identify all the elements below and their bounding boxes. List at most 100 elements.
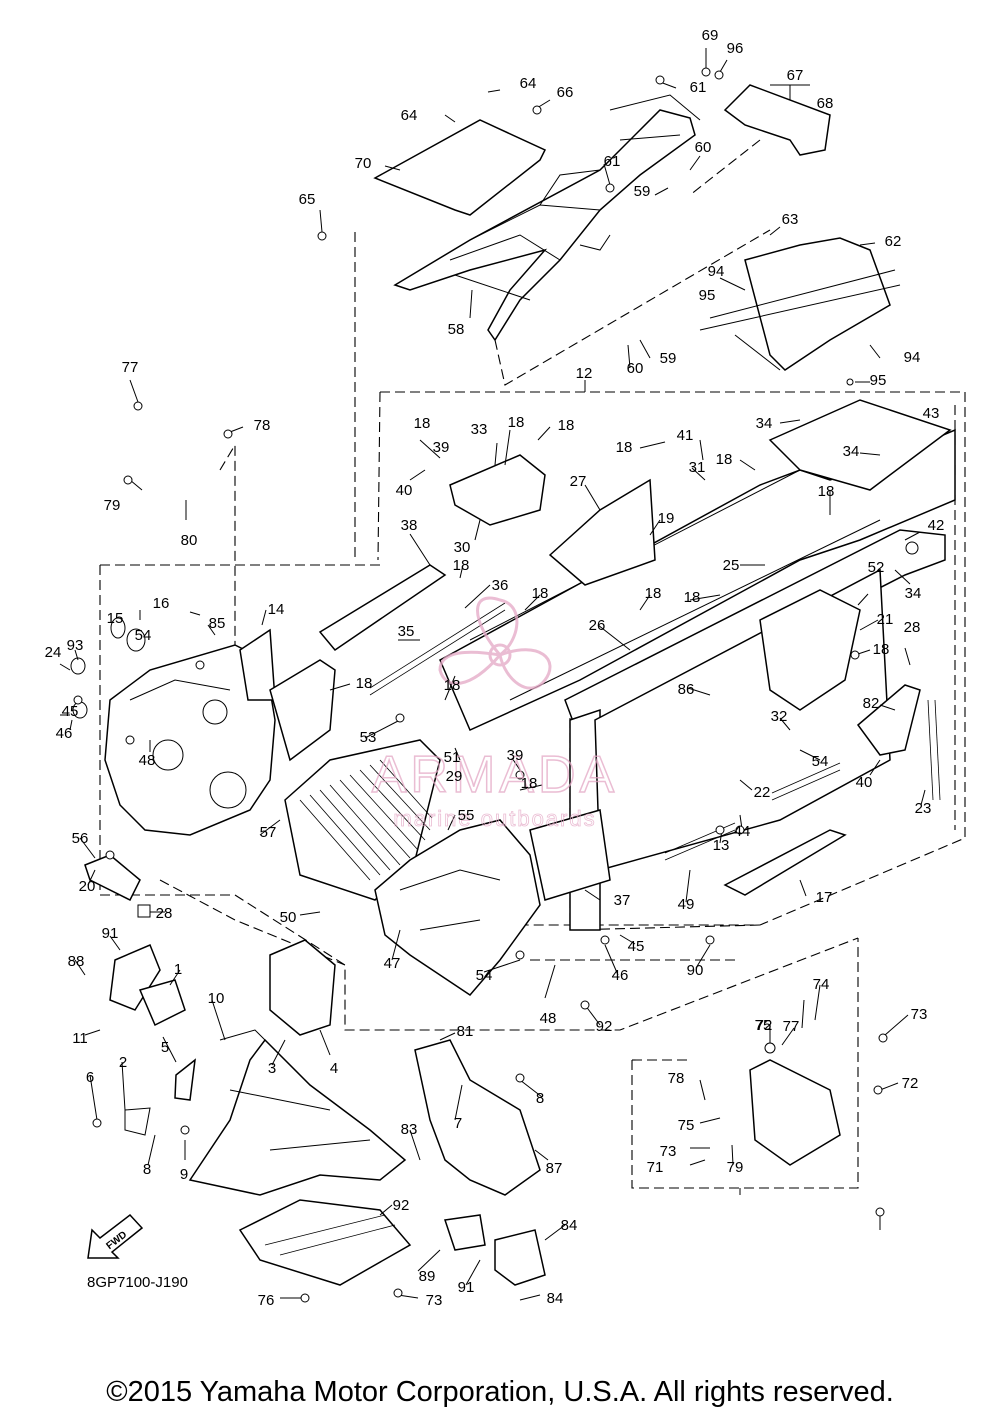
callout-46: 46 [612, 967, 629, 984]
callout-46: 46 [56, 725, 73, 742]
callout-2: 2 [119, 1054, 127, 1071]
callout-91: 91 [102, 925, 119, 942]
callout-9: 9 [180, 1166, 188, 1183]
callout-82: 82 [863, 695, 880, 712]
callout-79: 79 [727, 1159, 744, 1176]
callout-18: 18 [453, 557, 470, 574]
callout-28: 28 [904, 619, 921, 636]
callout-91: 91 [458, 1279, 475, 1296]
fwd-arrow: FWD [87, 1213, 144, 1259]
callout-3: 3 [268, 1060, 276, 1077]
callout-95: 95 [870, 372, 887, 389]
callout-79: 79 [104, 497, 121, 514]
callout-18: 18 [818, 483, 835, 500]
crank-side-plate-14 [70, 617, 541, 996]
callout-40: 40 [396, 482, 413, 499]
callout-57: 57 [260, 824, 277, 841]
callout-66: 66 [557, 84, 574, 101]
callout-25: 25 [723, 557, 740, 574]
callout-95: 95 [699, 287, 716, 304]
callout-22: 22 [754, 784, 771, 801]
callout-16: 16 [153, 595, 170, 612]
plate-70 [373, 119, 547, 216]
callout-77: 77 [122, 359, 139, 376]
diagram-code: 8GP7100-J190 [87, 1274, 188, 1291]
callout-43: 43 [923, 405, 940, 422]
callout-29: 29 [446, 768, 463, 785]
callout-64: 64 [401, 107, 418, 124]
callout-52: 52 [868, 559, 885, 576]
callout-19: 19 [658, 510, 675, 527]
callout-18: 18 [444, 677, 461, 694]
leader-lines [59, 48, 926, 1301]
callout-67: 67 [787, 67, 804, 84]
callout-62: 62 [885, 233, 902, 250]
callout-88: 88 [68, 953, 85, 970]
callout-70: 70 [355, 155, 372, 172]
callout-33: 33 [471, 421, 488, 438]
tunnel-assembly-12 [318, 399, 956, 931]
callout-54: 54 [135, 627, 152, 644]
callout-41: 41 [677, 427, 694, 444]
callout-75: 75 [678, 1117, 695, 1134]
callout-86: 86 [678, 681, 695, 698]
callout-18: 18 [716, 451, 733, 468]
watermark-brand: ARMADA [372, 746, 618, 804]
callout-63: 63 [782, 211, 799, 228]
callout-38: 38 [401, 517, 418, 534]
callout-92: 92 [596, 1018, 613, 1035]
upper-frame-58 [393, 94, 701, 342]
callout-23: 23 [915, 800, 932, 817]
callout-73: 73 [660, 1143, 677, 1160]
callout-1: 1 [174, 961, 182, 978]
callout-32: 32 [771, 708, 788, 725]
callout-90: 90 [687, 962, 704, 979]
callout-11: 11 [72, 1030, 88, 1047]
callout-83: 83 [401, 1121, 418, 1138]
callout-10: 10 [208, 990, 225, 1007]
callout-89: 89 [419, 1268, 436, 1285]
callout-4: 4 [330, 1060, 338, 1077]
callout-18: 18 [508, 414, 525, 431]
bracket-67-68 [723, 84, 831, 156]
callout-93: 93 [67, 637, 84, 654]
callout-36: 36 [492, 577, 509, 594]
callout-34: 34 [905, 585, 922, 602]
callout-20: 20 [79, 878, 96, 895]
callout-65: 65 [299, 191, 316, 208]
callout-60: 60 [695, 139, 712, 156]
callout-45: 45 [62, 703, 79, 720]
callout-34: 34 [843, 443, 860, 460]
callout-8: 8 [536, 1090, 544, 1107]
callout-26: 26 [589, 617, 606, 634]
callout-78: 78 [668, 1070, 685, 1087]
callout-24: 24 [45, 644, 62, 661]
watermark: ARMADA marine outboards [371, 596, 618, 831]
callout-84: 84 [547, 1290, 564, 1307]
callout-48: 48 [139, 752, 156, 769]
callout-12: 12 [576, 365, 593, 382]
lower-frame-1 [84, 854, 841, 1286]
callout-5: 5 [161, 1039, 169, 1056]
callout-78: 78 [254, 417, 271, 434]
callout-8: 8 [143, 1161, 151, 1178]
callout-27: 27 [570, 473, 587, 490]
callout-81: 81 [457, 1023, 474, 1040]
callout-6: 6 [86, 1069, 94, 1086]
callout-61: 61 [690, 79, 707, 96]
callout-44: 44 [734, 823, 751, 840]
callout-76: 76 [258, 1292, 275, 1309]
callout-48: 48 [540, 1010, 557, 1027]
callout-92: 92 [393, 1197, 410, 1214]
callout-13: 13 [713, 837, 730, 854]
callout-18: 18 [356, 675, 373, 692]
callout-39: 39 [433, 439, 450, 456]
callout-47: 47 [384, 955, 401, 972]
callout-37: 37 [614, 892, 631, 909]
callout-51: 51 [444, 749, 461, 766]
callout-18: 18 [873, 641, 890, 658]
callout-72: 72 [902, 1075, 919, 1092]
callout-18: 18 [414, 415, 431, 432]
fasteners [73, 67, 919, 1303]
